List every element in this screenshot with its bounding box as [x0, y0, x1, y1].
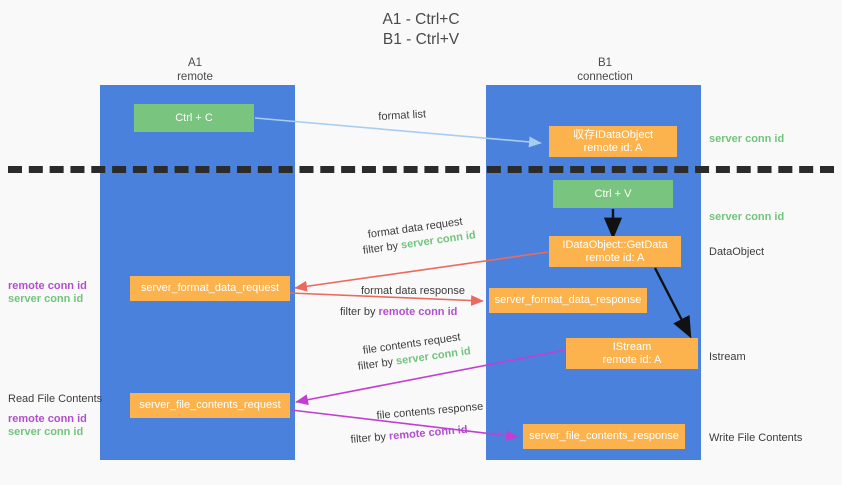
lane-header-b1-sub: connection [577, 70, 633, 83]
right-annotation-server-conn-id-2: server conn id [709, 211, 785, 223]
node-server-format-data-response[interactable]: server_format_data_response [489, 288, 647, 313]
node-idataobject[interactable]: 収存IDataObject remote id: A [549, 126, 677, 157]
left-annotation-server-conn-id-1: server conn id [8, 293, 84, 305]
right-annotation-server-conn-id-1: server conn id [709, 133, 785, 145]
flow-label-format-data-response: format data response [361, 285, 465, 297]
lane-header-a1: A1 remote [120, 57, 270, 84]
filter-prefix: filter by [340, 306, 379, 318]
node-getdata-line1: IDataObject::GetData [562, 238, 668, 251]
filter-value-remote-conn-id: remote conn id [388, 423, 469, 443]
lane-header-a1-name: A1 [187, 57, 203, 69]
node-getdata-line2: remote id: A [585, 251, 645, 264]
lane-header-b1-name: B1 [597, 57, 613, 69]
node-server-file-contents-request-label: server_file_contents_request [139, 399, 281, 411]
node-server-file-contents-request[interactable]: server_file_contents_request [130, 393, 290, 418]
filter-prefix: filter by [362, 239, 402, 257]
node-ctrl-v-label: Ctrl + V [594, 187, 632, 200]
left-annotation-remote-conn-id-2: remote conn id [8, 413, 87, 425]
flow-label-file-contents-response: file contents response [376, 400, 484, 422]
lane-header-a1-sub: remote [177, 70, 213, 83]
flow-label-format-list: format list [378, 108, 427, 123]
node-idataobject-getdata[interactable]: IDataObject::GetData remote id: A [549, 236, 681, 267]
right-annotation-data-object: DataObject [709, 246, 765, 258]
node-istream[interactable]: IStream remote id: A [566, 338, 698, 369]
node-istream-line2: remote id: A [602, 353, 662, 366]
right-annotation-istream: Istream [709, 351, 746, 363]
node-ctrl-v[interactable]: Ctrl + V [553, 180, 673, 208]
phase-divider [8, 166, 834, 173]
node-server-format-data-request-label: server_format_data_request [140, 282, 280, 294]
node-istream-line1: IStream [612, 340, 652, 353]
filter-value-remote-conn-id: remote conn id [378, 306, 458, 318]
left-annotation-read-file-contents: Read File Contents [8, 393, 103, 405]
title-line-1: A1 - Ctrl+C [382, 11, 460, 28]
node-idataobject-line1: 収存IDataObject [572, 128, 654, 141]
node-ctrl-c[interactable]: Ctrl + C [134, 104, 254, 132]
node-server-file-contents-response-label: server_file_contents_response [529, 430, 679, 442]
node-idataobject-line2: remote id: A [583, 141, 643, 154]
node-ctrl-c-label: Ctrl + C [175, 111, 213, 124]
node-server-format-data-request[interactable]: server_format_data_request [130, 276, 290, 301]
title-line-2: B1 - Ctrl+V [382, 31, 460, 48]
lane-header-b1: B1 connection [530, 57, 680, 84]
filter-prefix: filter by [357, 355, 397, 373]
filter-prefix: filter by [350, 430, 390, 446]
right-annotation-write-file-contents: Write File Contents [709, 432, 803, 444]
flow-label-format-data-response-filter: filter by remote conn id [340, 305, 457, 319]
page-title: A1 - Ctrl+C B1 - Ctrl+V [0, 10, 842, 50]
node-server-file-contents-response[interactable]: server_file_contents_response [523, 424, 685, 449]
node-server-format-data-response-label: server_format_data_response [494, 294, 642, 306]
left-annotation-remote-conn-id-1: remote conn id [8, 280, 87, 292]
flow-label-file-contents-response-filter: filter by remote conn id [350, 423, 468, 447]
left-annotation-server-conn-id-2: server conn id [8, 426, 84, 438]
